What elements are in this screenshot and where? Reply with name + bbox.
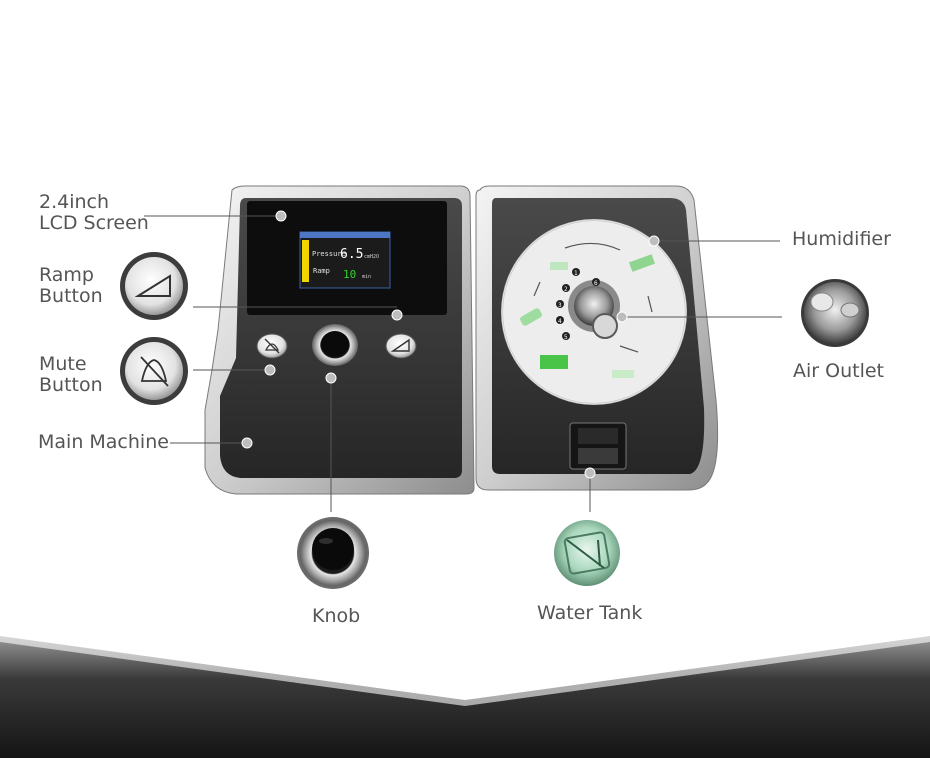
lcd-ramp-unit: min xyxy=(362,274,371,280)
lcd-pressure-unit: cmH2O xyxy=(364,254,379,260)
dial-number-1: 1 xyxy=(574,270,578,277)
lcd-ramp-label: Ramp xyxy=(313,267,330,275)
bottom-shadow-band xyxy=(0,630,930,758)
lcd-display: Pressure 6.5 cmH2O Ramp 10 min xyxy=(299,231,391,289)
main-machine-label: Main Machine xyxy=(38,431,169,453)
machine-ramp-button[interactable] xyxy=(385,333,417,359)
dial-number-6: 6 xyxy=(594,280,598,287)
lcd-screen-label-line2: LCD Screen xyxy=(39,212,149,234)
dial-number-labels: 1 2 3 4 5 6 xyxy=(556,268,600,341)
humidifier-dial[interactable] xyxy=(501,219,687,405)
humidifier-label: Humidifier xyxy=(792,228,891,250)
water-tank-icon xyxy=(554,520,620,586)
lcd-ramp-value: 10 xyxy=(343,268,356,281)
dial-number-4: 4 xyxy=(558,318,562,325)
knob-label: Knob xyxy=(312,605,361,627)
mute-button-label-line1: Mute xyxy=(39,353,87,375)
machine-mute-button[interactable] xyxy=(256,333,288,359)
knob-icon xyxy=(297,517,369,589)
ramp-button-label-line2: Button xyxy=(39,285,103,307)
water-tank-latch[interactable] xyxy=(569,422,627,470)
lcd-screen-label-line1: 2.4inch xyxy=(39,191,110,213)
mute-button-label-line2: Button xyxy=(39,374,103,396)
machine-knob[interactable] xyxy=(312,324,358,366)
ramp-button-label-line1: Ramp xyxy=(39,264,94,286)
dial-number-3: 3 xyxy=(558,302,562,309)
mute-button-label: Mute Button xyxy=(39,354,103,396)
ramp-button-icon xyxy=(120,252,188,320)
dial-number-2: 2 xyxy=(564,286,568,293)
lcd-screen-label: 2.4inch LCD Screen xyxy=(39,192,149,234)
mute-button-icon xyxy=(120,337,188,405)
air-outlet-icon xyxy=(801,279,869,347)
dial-number-5: 5 xyxy=(564,334,568,341)
callout-lines xyxy=(144,215,782,512)
lcd-pressure-value: 6.5 xyxy=(340,247,363,262)
callout-dots xyxy=(241,210,660,479)
ramp-button-label: Ramp Button xyxy=(39,265,103,307)
water-tank-label: Water Tank xyxy=(537,602,643,624)
air-outlet-label: Air Outlet xyxy=(793,360,884,382)
lcd-pressure-label: Pressure xyxy=(312,250,346,258)
